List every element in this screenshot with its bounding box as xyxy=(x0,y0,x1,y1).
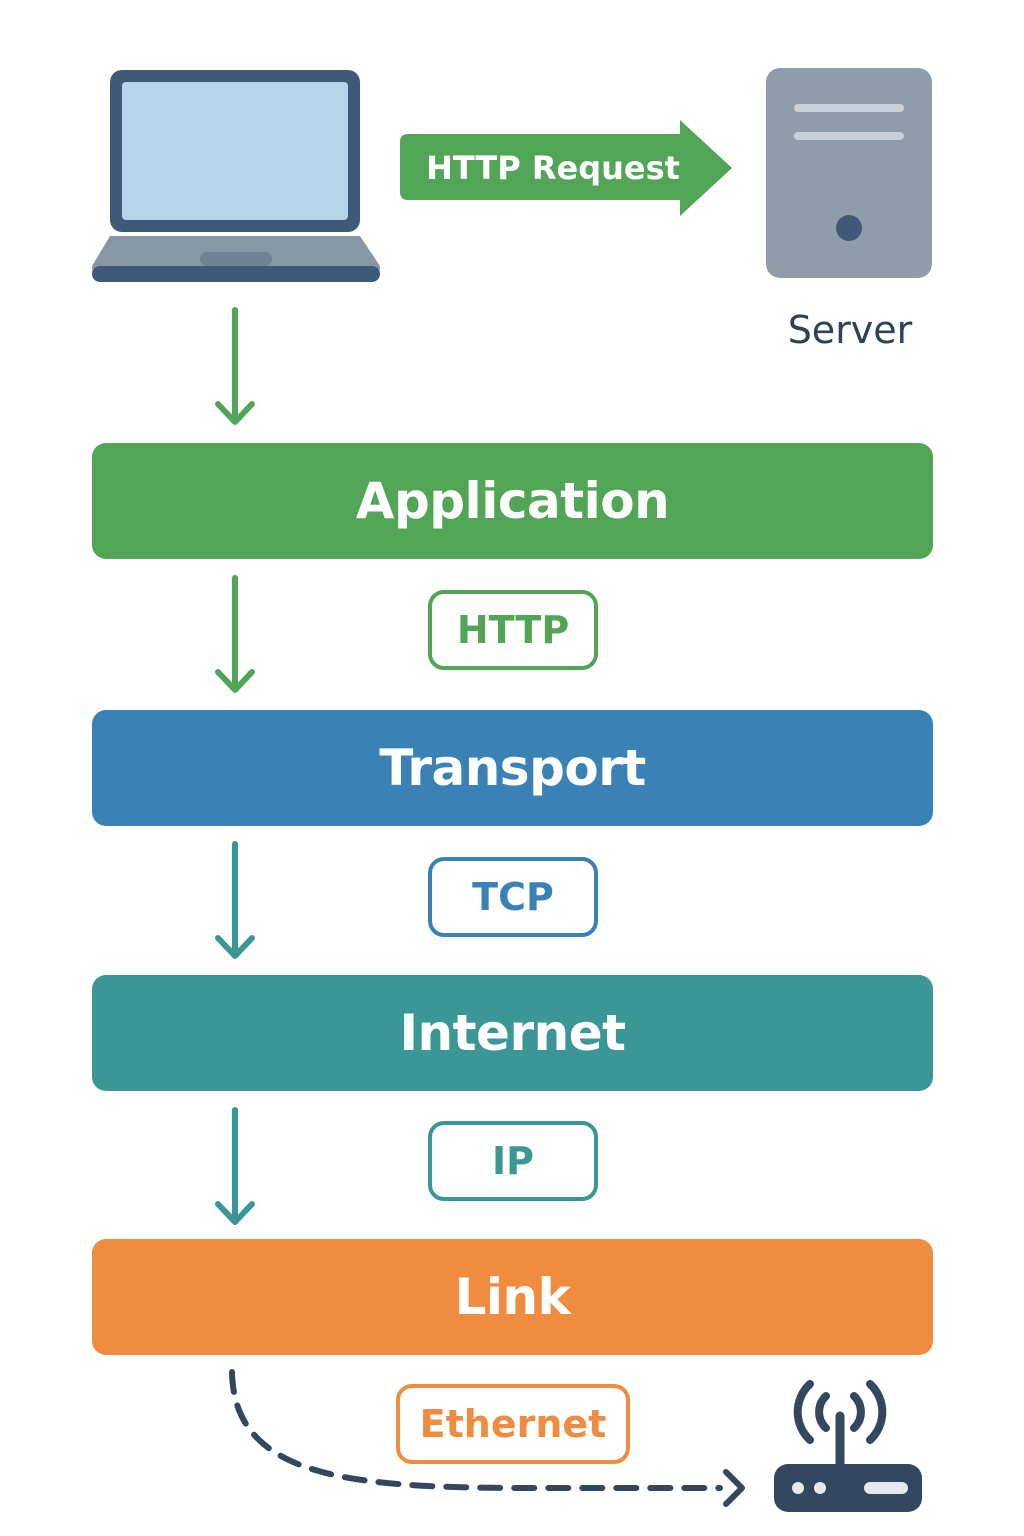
http-request-label: HTTP Request xyxy=(426,149,680,187)
server-icon xyxy=(766,68,932,278)
protocol-http-label: HTTP xyxy=(456,608,570,652)
layer-link: Link xyxy=(92,1239,933,1355)
down-arrow-2 xyxy=(215,575,255,693)
layer-application-label: Application xyxy=(355,472,670,530)
protocol-tcp-label: TCP xyxy=(472,875,554,919)
laptop-icon xyxy=(92,70,380,282)
layer-link-label: Link xyxy=(454,1268,571,1326)
dashed-arrow-to-router xyxy=(229,1369,745,1507)
down-arrow-1 xyxy=(215,307,255,425)
layer-application: Application xyxy=(92,443,933,559)
server-label: Server xyxy=(787,308,913,352)
protocol-tcp-badge: TCP xyxy=(428,857,598,937)
protocol-ethernet-badge: Ethernet xyxy=(396,1384,630,1464)
layer-transport-label: Transport xyxy=(379,739,646,797)
layer-transport: Transport xyxy=(92,710,933,826)
layer-internet: Internet xyxy=(92,975,933,1091)
down-arrow-3 xyxy=(215,841,255,959)
down-arrow-4 xyxy=(215,1107,255,1225)
layer-internet-label: Internet xyxy=(399,1004,626,1062)
protocol-ethernet-label: Ethernet xyxy=(419,1402,607,1446)
protocol-ip-badge: IP xyxy=(428,1121,598,1201)
protocol-http-badge: HTTP xyxy=(428,590,598,670)
wifi-router-icon xyxy=(774,1380,922,1512)
http-request-arrow xyxy=(400,120,732,216)
protocol-ip-label: IP xyxy=(492,1139,534,1183)
